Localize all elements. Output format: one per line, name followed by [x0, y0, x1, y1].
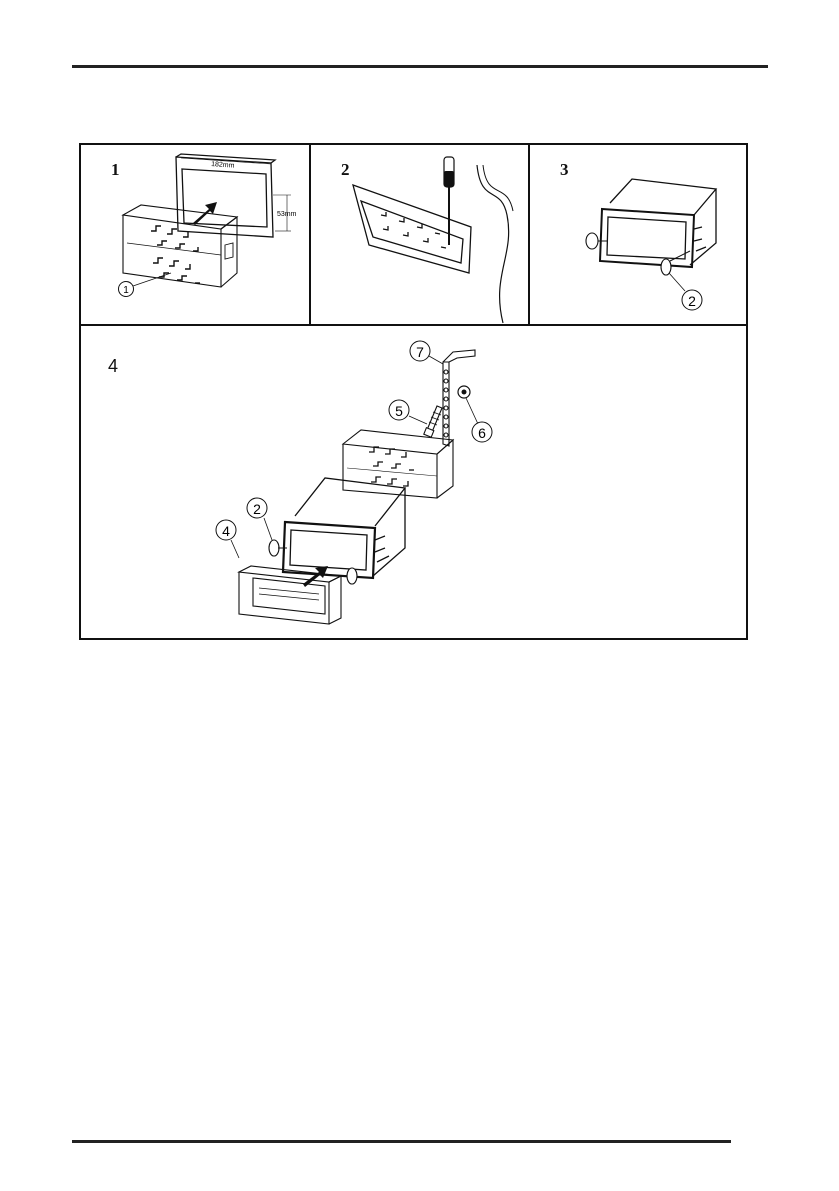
callout-label: 6: [478, 425, 486, 441]
panel-2-drawing: [311, 145, 528, 324]
release-key-icon: [661, 259, 671, 275]
panel-step-4: 4: [81, 326, 746, 638]
mounting-sleeve-illustration: [343, 430, 453, 498]
head-unit-illustration: [283, 478, 405, 578]
head-unit-illustration: [600, 179, 716, 267]
release-key-icon: [347, 568, 357, 584]
callout-label: 5: [395, 403, 403, 419]
callout-label: 2: [253, 501, 261, 517]
dashboard-contour-illustration: [477, 165, 509, 323]
panel-1-drawing: 182mm 53mm: [81, 145, 309, 324]
trim-ring-illustration: [239, 566, 341, 624]
installation-figure: 1 182mm 53mm: [79, 143, 748, 640]
release-key-icon: [586, 233, 598, 249]
callout-label: 7: [416, 344, 424, 360]
panel-4-drawing: 7 5 6 2 4: [81, 326, 746, 638]
mounting-sleeve-illustration: [123, 205, 237, 287]
header-rule: [72, 65, 768, 68]
release-key-icon: [269, 540, 279, 556]
callouts: 7 5 6 2 4: [216, 341, 492, 558]
callout-label: 1: [123, 285, 129, 296]
panel-step-2: 2: [311, 145, 530, 326]
dimension-height-label: 53mm: [277, 211, 297, 218]
panel-step-3: 3 2: [530, 145, 746, 326]
bolt-icon: [424, 406, 442, 437]
callout-label: 2: [688, 293, 696, 309]
callout-label: 4: [222, 523, 230, 539]
panel-step-1: 1 182mm 53mm: [81, 145, 311, 326]
footer-rule: [72, 1140, 731, 1143]
dashboard-opening-illustration: [353, 185, 471, 273]
mounting-strap-illustration: [443, 350, 475, 446]
dimension-width-label: 182mm: [211, 161, 235, 170]
panel-3-drawing: 2: [530, 145, 744, 324]
hex-nut-icon: [458, 386, 470, 398]
